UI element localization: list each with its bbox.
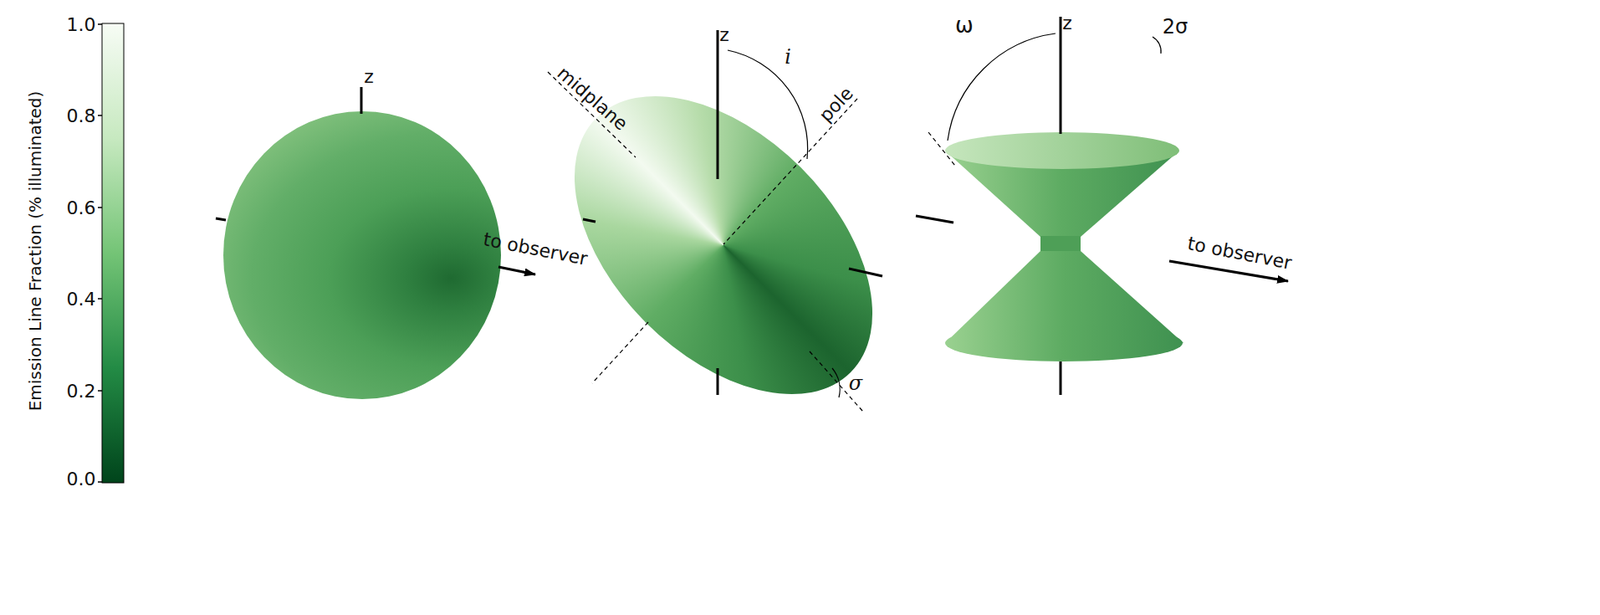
axis-label: pole (816, 83, 857, 125)
tick-label: 0.0 (66, 470, 97, 489)
axis-label: z (1062, 14, 1073, 33)
angle-label: ω (955, 14, 974, 36)
axis-label: z (363, 67, 374, 87)
angle-label: σ (848, 373, 863, 394)
tick-label: 1.0 (66, 15, 97, 35)
disk-illustration (518, 40, 928, 450)
axis-label: z (719, 25, 730, 45)
angle-label: 2σ (1162, 16, 1188, 37)
colorbar-label: Emission Line Fraction (% illuminated) (26, 91, 44, 412)
angle-label: i (784, 46, 792, 67)
tick-label: 0.4 (66, 290, 97, 309)
tick-label: 0.8 (66, 107, 97, 126)
sphere-illustration (223, 111, 501, 399)
tick-label: 0.6 (66, 199, 97, 218)
tick-label: 0.2 (66, 382, 97, 401)
